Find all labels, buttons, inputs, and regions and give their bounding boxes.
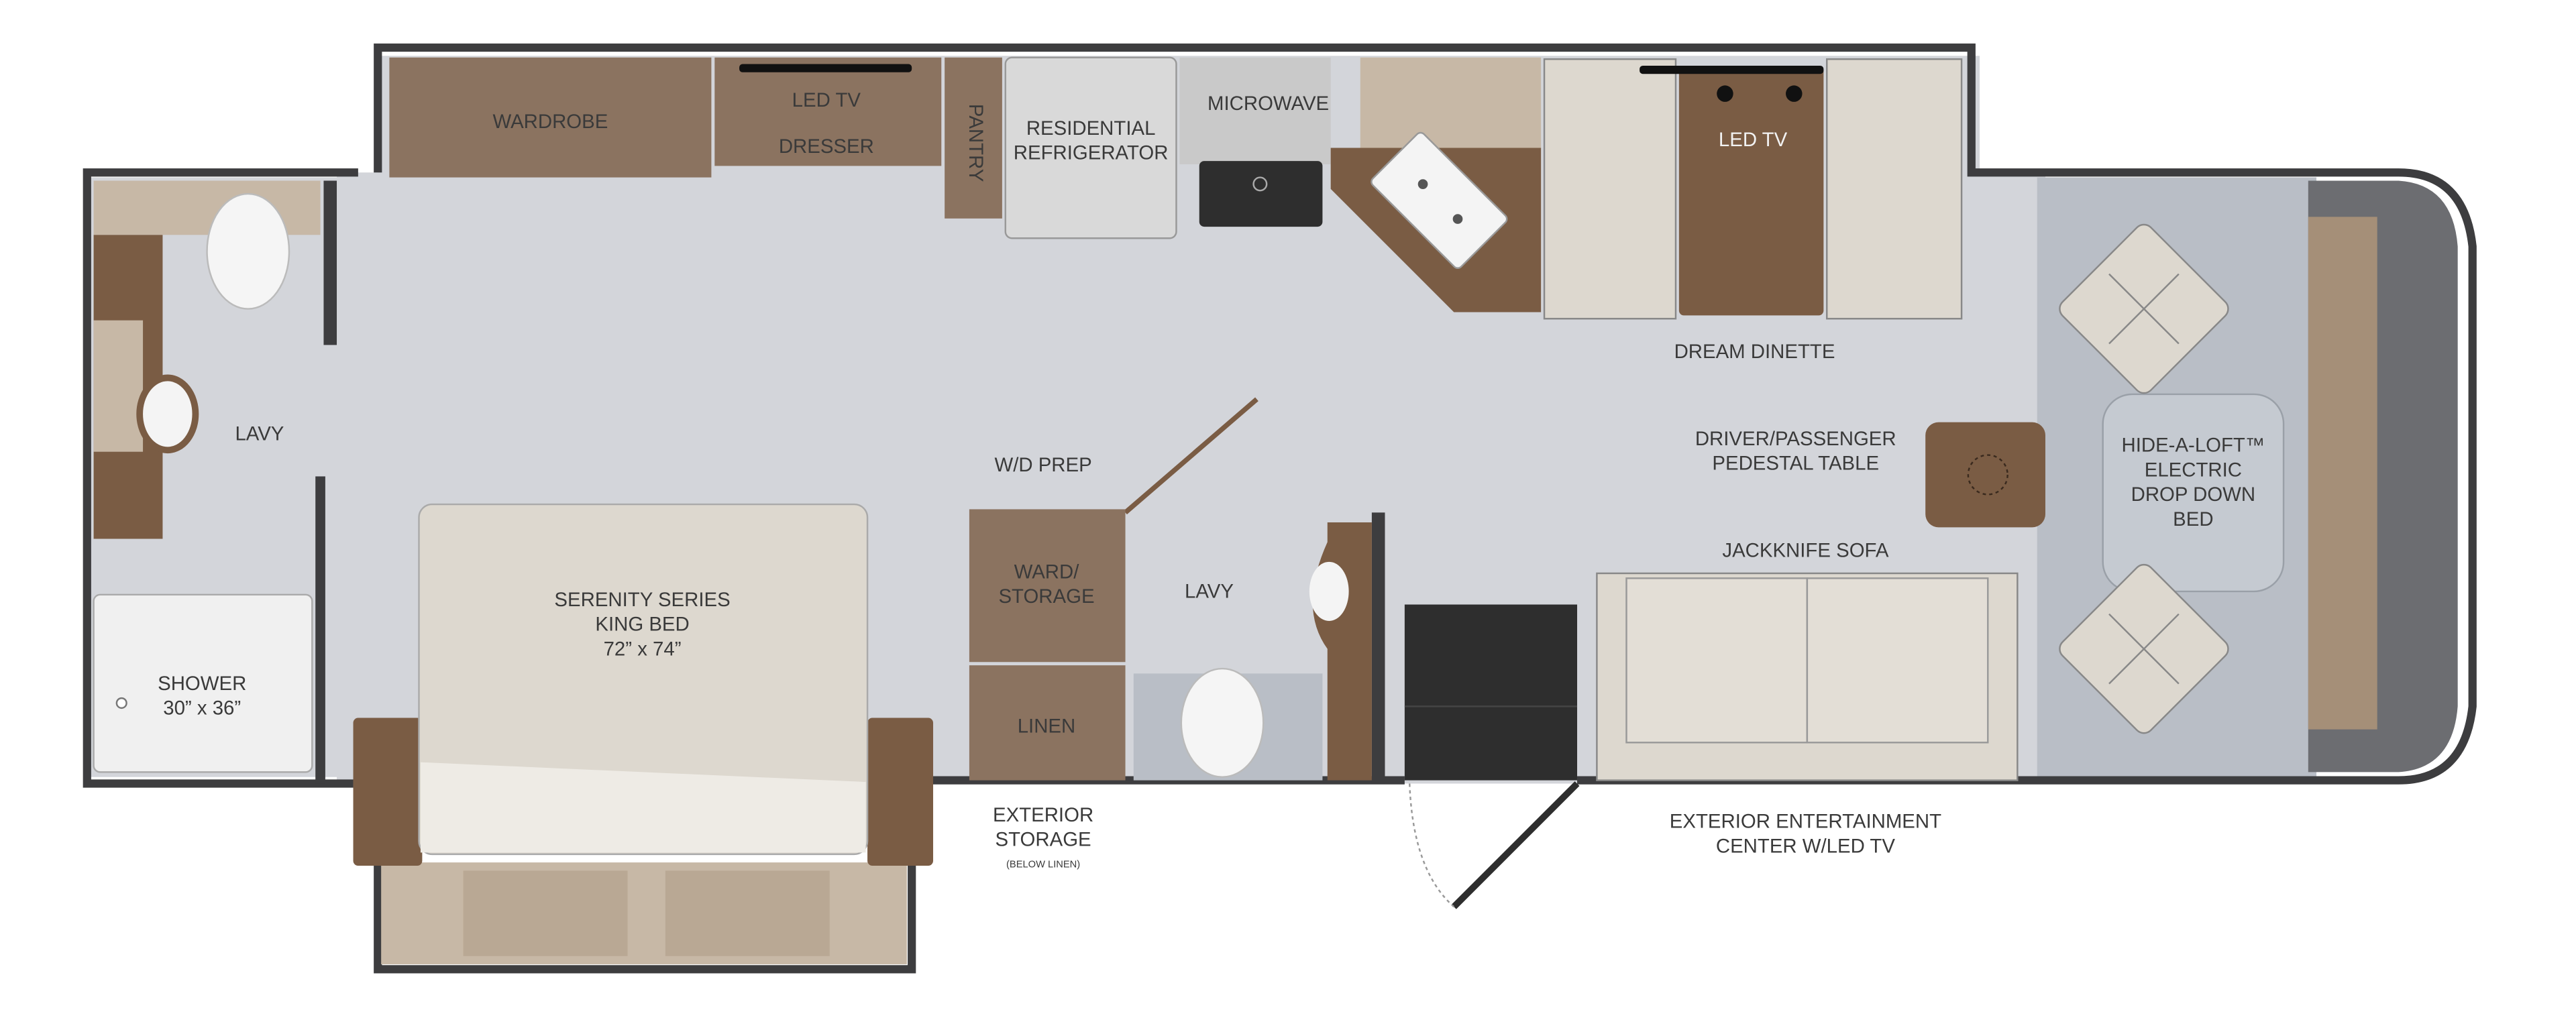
shower xyxy=(93,593,313,773)
passenger-seat xyxy=(2059,563,2229,734)
loft-label-2: ELECTRIC xyxy=(2145,459,2242,481)
lavy-sink-icon xyxy=(136,374,199,454)
bed-slide-cushion xyxy=(463,870,628,956)
pedestal-label-2: PEDESTAL TABLE xyxy=(1712,453,1879,475)
mid-sink-icon xyxy=(1309,561,1349,622)
sofa-label: JACKKNIFE SOFA xyxy=(1722,539,1888,561)
ext-storage-label-3: (BELOW LINEN) xyxy=(1006,859,1080,870)
dream-dinette-label: DREAM DINETTE xyxy=(1674,341,1835,363)
ext-storage-label-1: EXTERIOR xyxy=(993,804,1093,826)
entry-step xyxy=(1404,604,1578,781)
loft-bed xyxy=(2102,393,2285,593)
dinette-bench-left xyxy=(1543,58,1677,320)
ext-storage-label-2: STORAGE xyxy=(996,829,1091,851)
pedestal-table xyxy=(1925,422,2045,528)
refrigerator-label-2: REFRIGERATOR xyxy=(1014,142,1169,164)
mid-lavy-label: LAVY xyxy=(1185,581,1234,603)
sofa-cushion xyxy=(1806,577,1989,744)
dash-panel xyxy=(2308,217,2377,730)
loft-label-1: HIDE-A-LOFT™ xyxy=(2122,435,2265,457)
burner-icon xyxy=(1252,176,1268,192)
pedestal-post-icon xyxy=(1967,454,2008,496)
kitchen-sink-icon xyxy=(1371,131,1508,269)
bed-label-1: SERENITY SERIES xyxy=(554,589,730,611)
cooktop xyxy=(1199,161,1323,227)
ext-ent-label-2: CENTER W/LED TV xyxy=(1716,835,1895,857)
rear-lavy-label: LAVY xyxy=(235,423,284,445)
door-swing xyxy=(1124,397,1258,515)
pedestal-label-1: DRIVER/PASSENGER xyxy=(1695,428,1896,450)
nightstand-left xyxy=(353,718,423,866)
loft-label-3: DROP DOWN xyxy=(2131,483,2255,506)
pantry-label: PANTRY xyxy=(965,104,987,182)
sofa-cushion xyxy=(1625,577,1809,744)
entry-door[interactable] xyxy=(1451,781,1580,909)
led-tv-dresser xyxy=(714,57,942,166)
nightstand-right xyxy=(867,718,934,866)
ward-storage-label-1: WARD/ xyxy=(1014,561,1080,583)
refrigerator xyxy=(1004,56,1177,239)
dresser-tv-label: LED TV xyxy=(792,89,861,111)
dinette-tv-label: LED TV xyxy=(1719,129,1788,151)
speaker-icon xyxy=(1717,85,1733,102)
shower-label-2: 30” x 36” xyxy=(163,697,241,720)
pantry xyxy=(945,57,1002,219)
wd-prep-label: W/D PREP xyxy=(994,454,1091,476)
linen xyxy=(969,665,1126,781)
speaker-icon xyxy=(1786,85,1803,102)
door-swing-arc xyxy=(1409,783,1455,908)
dinette-table xyxy=(1678,65,1824,316)
bed-blanket xyxy=(420,762,866,853)
led-tv-icon xyxy=(739,64,912,72)
vanity-top xyxy=(93,320,144,452)
lavy-wall-lower xyxy=(315,476,325,784)
mid-lavy-wall xyxy=(1371,512,1385,784)
ext-ent-label-1: EXTERIOR ENTERTAINMENT xyxy=(1670,811,1941,833)
driver-seat xyxy=(2059,223,2229,394)
mid-toilet-icon xyxy=(1180,667,1265,778)
shower-label-1: SHOWER xyxy=(158,673,246,695)
microwave-label: MICROWAVE xyxy=(1208,93,1329,115)
loft-label-4: BED xyxy=(2173,508,2213,530)
shower-drain-icon xyxy=(115,697,127,709)
rear-lavy-counter xyxy=(93,180,321,235)
lavy-wall xyxy=(323,180,337,345)
ward-storage-label-2: STORAGE xyxy=(998,585,1094,608)
linen-label: LINEN xyxy=(1018,716,1076,738)
bed-label-3: 72” x 74” xyxy=(604,638,682,660)
dinette-bench-right xyxy=(1826,58,1963,320)
bed-label-2: KING BED xyxy=(595,614,689,636)
wardrobe xyxy=(389,57,712,178)
wardrobe-label: WARDROBE xyxy=(492,111,608,133)
refrigerator-label-1: RESIDENTIAL xyxy=(1026,117,1156,139)
ward-storage xyxy=(969,509,1126,663)
toilet-icon xyxy=(206,192,290,310)
king-bed xyxy=(418,503,869,856)
microwave xyxy=(1179,57,1331,164)
kitchen-counter-top xyxy=(1360,57,1542,150)
bed-slide-cushion xyxy=(665,870,830,956)
dinette-led-tv-icon xyxy=(1640,65,1824,74)
dresser-label: DRESSER xyxy=(779,135,874,158)
